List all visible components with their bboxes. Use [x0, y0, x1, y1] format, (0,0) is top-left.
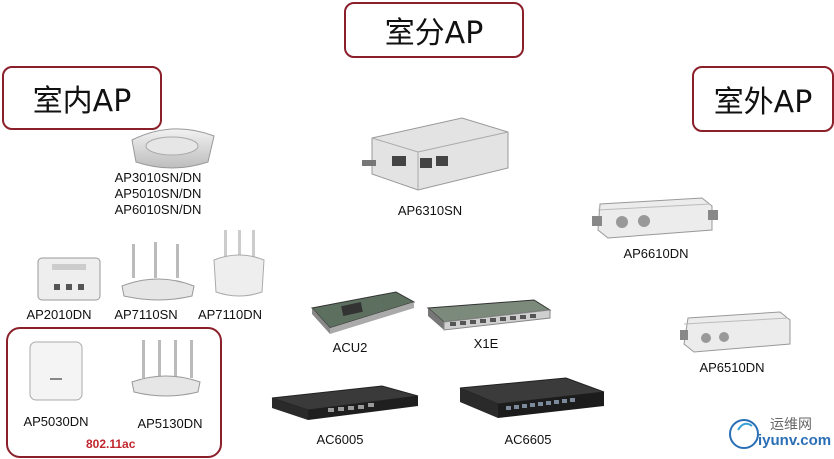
ap7110dn-label: AP7110DN [197, 307, 263, 322]
ac6605-label: AC6605 [504, 432, 552, 447]
ap6610-device-image [592, 197, 718, 239]
ap3010-label: AP3010SN/DN [114, 170, 202, 185]
standard-label: 802.11ac [86, 437, 136, 451]
split-ap-header-text: 室分AP [384, 16, 484, 51]
indoor-ap-header: 室内AP [2, 66, 162, 130]
ac6005-device-image [271, 385, 419, 420]
ap5030-label: AP5030DN [23, 414, 89, 429]
acu2-device-image [311, 291, 416, 334]
ac6605-device-image [459, 377, 605, 418]
ap5130-device-image [131, 340, 201, 397]
split-ap-header: 室分AP [344, 2, 524, 58]
ap6010-label: AP6010SN/DN [114, 202, 202, 217]
ap3010-device-image [131, 128, 215, 169]
x1e-device-image [426, 299, 552, 331]
ap7110sn-device-image [121, 242, 195, 301]
ap5130-label: AP5130DN [137, 416, 203, 431]
x1e-label: X1E [473, 336, 499, 351]
ap5030-device-image [29, 341, 83, 401]
acu2-label: ACU2 [332, 340, 368, 355]
ap2010-label: AP2010DN [26, 307, 92, 322]
ap7110sn-label: AP7110SN [114, 307, 178, 322]
outdoor-ap-header: 室外AP [692, 66, 834, 132]
ap6510-device-image [680, 311, 791, 353]
watermark-en-text: iyunv.com [758, 432, 832, 449]
ap6310-label: AP6310SN [397, 203, 463, 218]
ap5010-label: AP5010SN/DN [114, 186, 202, 201]
ap7110dn-device-image [213, 230, 265, 297]
ap2010-device-image [37, 257, 101, 301]
ap6610-label: AP6610DN [623, 246, 689, 261]
ap6310-device-image [362, 117, 509, 191]
indoor-ap-header-text: 室内AP [32, 84, 132, 119]
outdoor-ap-header-text: 室外AP [713, 85, 813, 120]
ac6005-label: AC6005 [316, 432, 364, 447]
ap6510-label: AP6510DN [699, 360, 765, 375]
watermark-cn-text: 运维网 [770, 417, 812, 433]
watermark-logo-icon [729, 419, 759, 449]
ac-group-frame [6, 327, 222, 458]
